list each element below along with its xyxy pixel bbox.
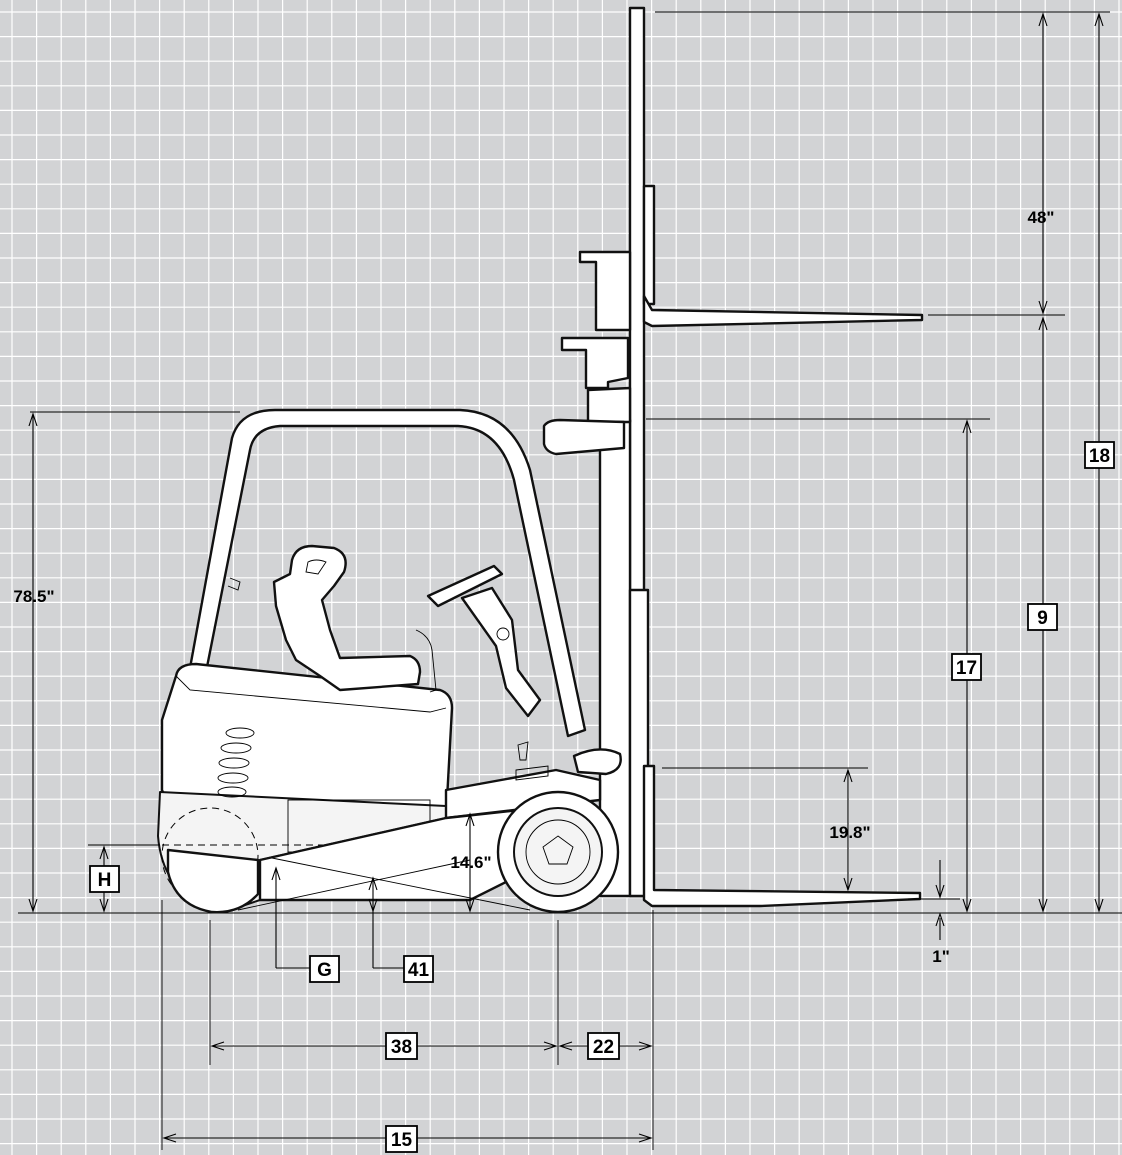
ref-box-38: 38 (385, 1032, 418, 1060)
svg-text:38: 38 (391, 1037, 412, 1058)
label-free-lift-height: 48" (1028, 208, 1055, 227)
svg-text:9: 9 (1037, 608, 1048, 629)
label-overhead-guard-height: 78.5" (13, 587, 54, 606)
label-fork-carriage-height: 19.8" (829, 823, 870, 842)
svg-text:15: 15 (391, 1130, 413, 1151)
ref-box-41: 41 (403, 955, 434, 983)
ref-box-9: 9 (1027, 603, 1058, 631)
ref-box-18: 18 (1084, 441, 1115, 469)
front-wheel (496, 790, 620, 914)
chassis (258, 741, 602, 902)
mast (560, 6, 924, 908)
ref-box-17: 17 (951, 653, 982, 681)
svg-text:G: G (317, 960, 332, 981)
label-frame-clearance: 14.6" (450, 853, 491, 872)
ref-box-h: H (89, 865, 120, 893)
forklift-illustration (150, 6, 924, 914)
operator-seat (272, 544, 437, 693)
svg-text:H: H (98, 870, 112, 891)
steering (426, 418, 626, 776)
overhead-guard (188, 408, 587, 738)
svg-text:18: 18 (1089, 446, 1110, 467)
svg-text:22: 22 (593, 1037, 614, 1058)
label-fork-thickness: 1" (932, 947, 950, 966)
svg-text:17: 17 (956, 658, 977, 679)
rear-wheel (166, 848, 260, 914)
ref-box-22: 22 (587, 1032, 620, 1060)
svg-text:41: 41 (408, 960, 430, 981)
ref-box-g: G (309, 955, 340, 983)
ref-box-15: 15 (385, 1125, 418, 1153)
